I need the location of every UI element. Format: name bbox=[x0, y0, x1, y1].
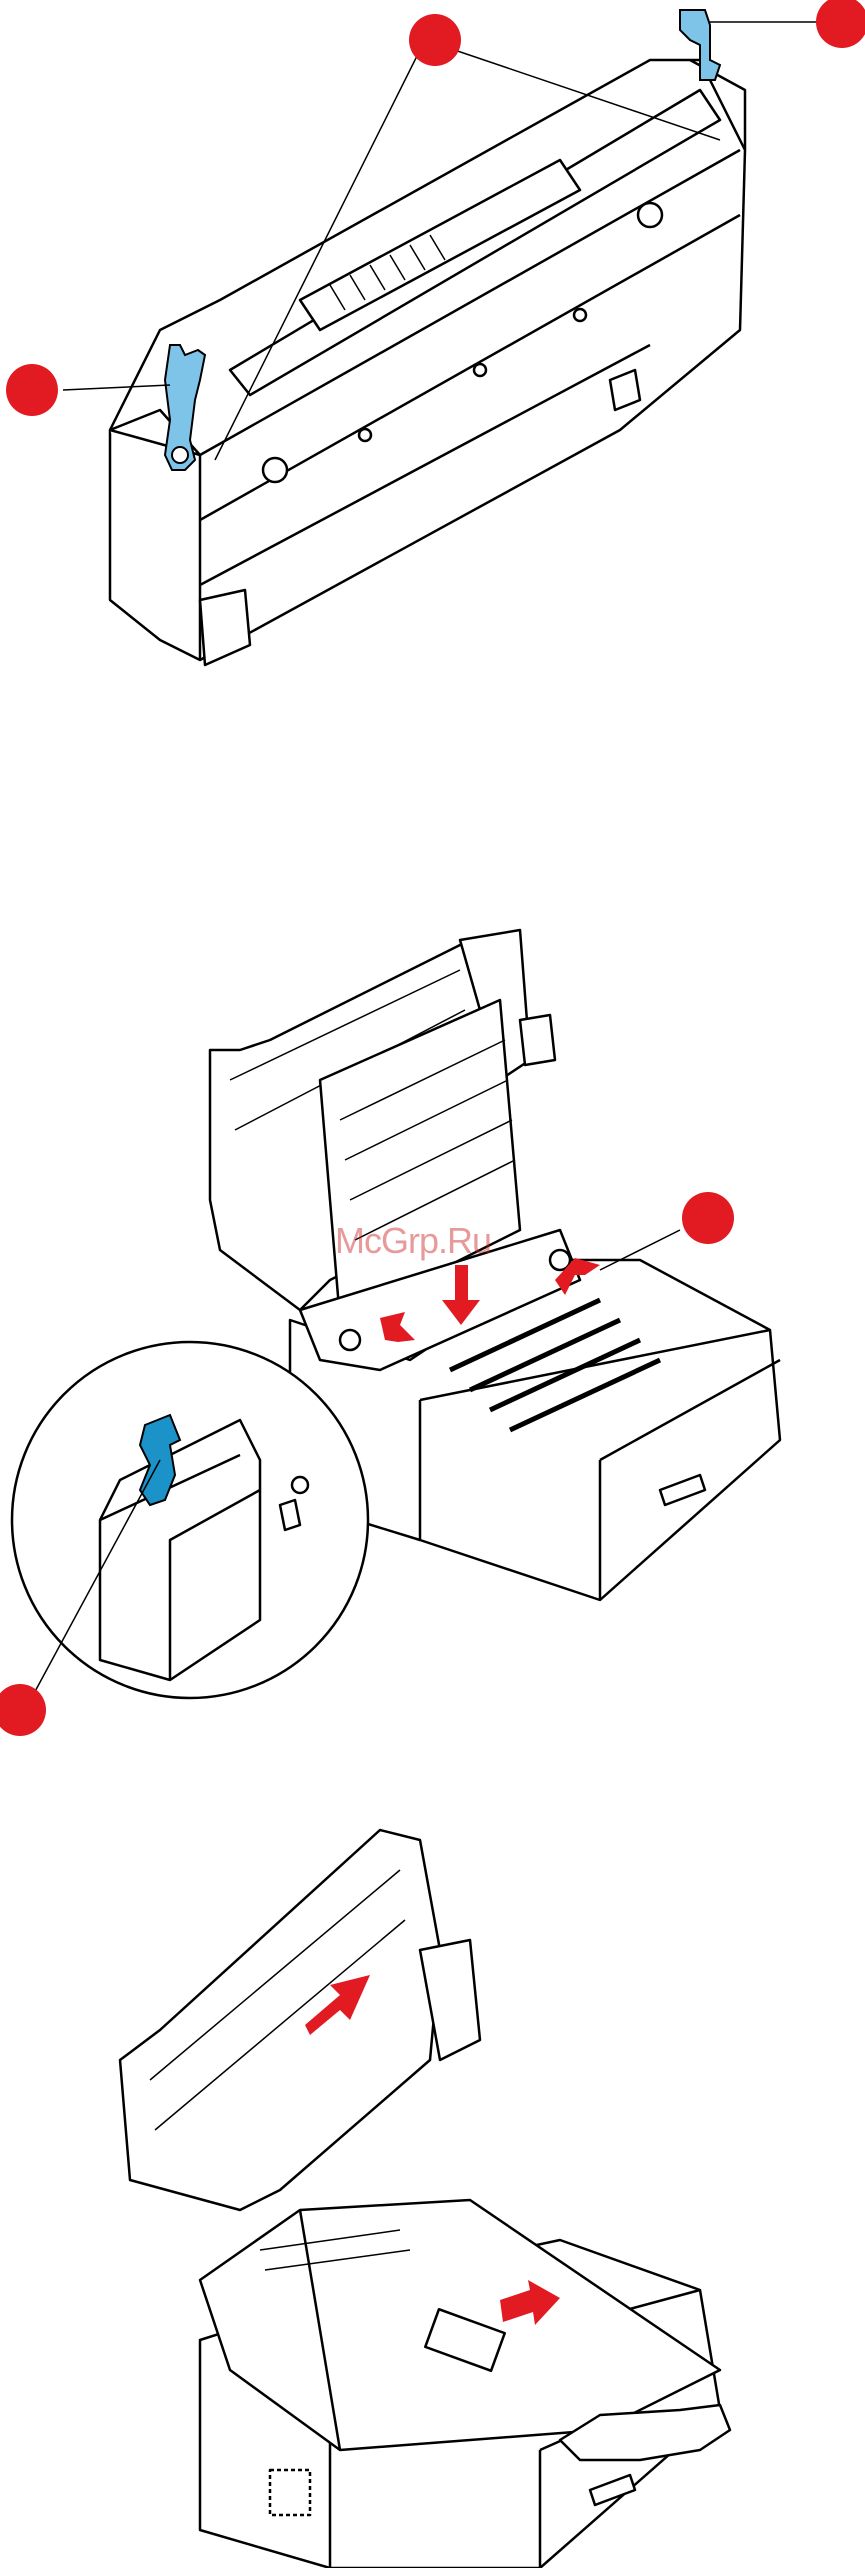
figure-close-top-cover bbox=[0, 1810, 865, 2568]
fuser-unit-illustration bbox=[0, 0, 865, 700]
printer-insert-fuser-illustration bbox=[0, 900, 865, 1760]
callout-marker-5 bbox=[0, 1684, 46, 1736]
callout-marker-2 bbox=[409, 14, 461, 66]
magnified-inset bbox=[12, 1342, 368, 1698]
figure-insert-fuser bbox=[0, 900, 865, 1760]
callout-marker-4 bbox=[682, 1192, 734, 1244]
watermark-text: McGrp.Ru bbox=[335, 1220, 491, 1262]
callout-marker-1 bbox=[6, 364, 58, 416]
figure-fuser-unit bbox=[0, 0, 865, 700]
printer-close-cover-illustration bbox=[0, 1810, 865, 2568]
callout-marker-3 bbox=[816, 0, 865, 48]
